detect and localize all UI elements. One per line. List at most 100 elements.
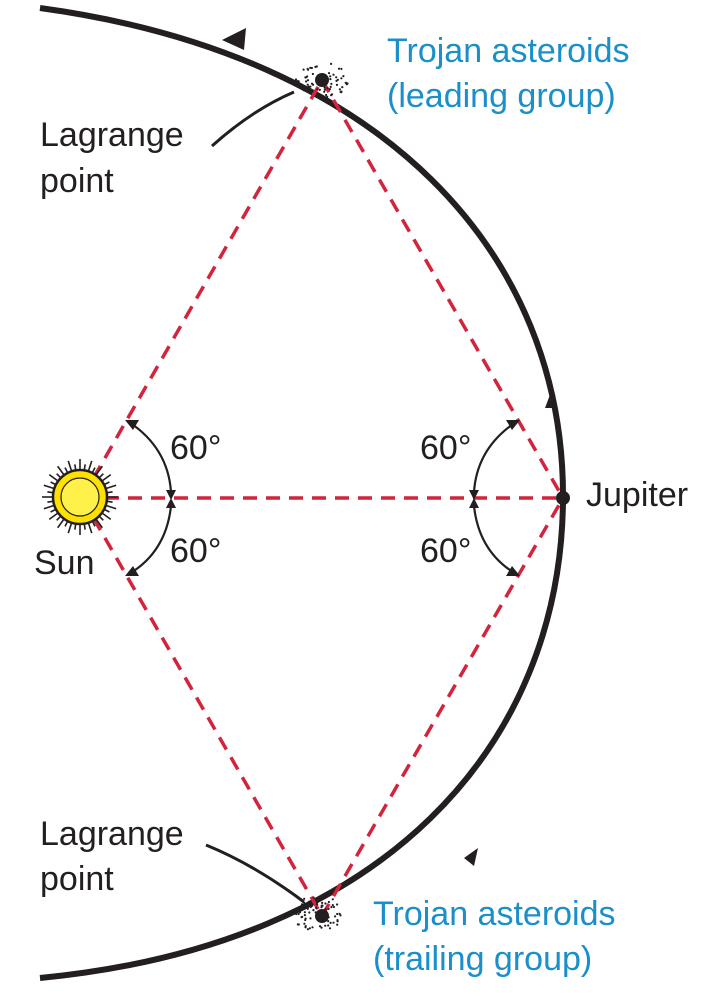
asteroid-speckle [330,62,333,65]
asteroid-speckle [303,897,306,900]
asteroid-speckle [306,83,309,86]
asteroid-speckle [330,906,333,909]
asteroid-speckle [336,912,339,916]
asteroid-speckle [322,896,325,899]
orbit-arrow-top [222,28,246,50]
asteroid-speckle [311,926,314,929]
asteroid-cluster-trailing [295,896,342,931]
asteroid-speckle [303,922,306,925]
asteroid-speckle [338,912,341,915]
asteroid-speckle [323,88,326,91]
asteroid-speckle [329,78,332,81]
lagrange-point-bottom-dot [315,909,329,923]
asteroid-speckle [335,83,339,86]
asteroid-speckle [321,904,324,907]
asteroid-speckle [309,85,312,88]
asteroid-speckle [335,76,338,79]
asteroid-speckle [315,95,318,98]
orbit-arrow-bottom [464,848,478,866]
asteroid-speckle [314,65,317,68]
asteroid-speckle [310,66,313,70]
asteroid-speckle [327,920,330,923]
asteroid-speckle [332,905,335,909]
asteroid-speckle [308,927,311,930]
asteroid-speckle [297,912,300,916]
dashed-triangles [80,79,565,917]
asteroid-speckle [339,914,342,917]
asteroid-speckle [298,911,302,914]
asteroid-speckle [341,86,344,89]
jupiter-upper-angle-arc [472,421,517,493]
asteroid-speckle [298,907,301,910]
lagrange-bottom-label-line1: Lagrange [40,815,184,853]
angle-jupiter-upper-label: 60° [420,429,471,467]
sun-icon [42,459,118,535]
asteroid-speckle [318,88,321,91]
asteroid-speckle [300,908,303,911]
asteroid-speckle [294,78,298,81]
asteroid-speckle [308,911,311,914]
asteroid-speckle [311,72,314,76]
asteroid-speckle [295,909,298,912]
jupiter-dot [556,491,570,505]
asteroid-speckle [331,898,334,901]
dashed-line-sun-to-bottom [80,497,324,917]
asteroid-speckle [302,68,305,71]
asteroid-speckle [326,95,329,98]
asteroid-speckle [330,82,333,85]
asteroid-speckle [344,81,347,84]
asteroid-speckle [327,924,330,927]
asteroid-speckle [315,906,318,910]
asteroid-speckle [329,85,332,88]
jupiter-angle-arcs [472,421,517,575]
trojan-trailing-label-line2: (trailing group) [373,940,592,978]
asteroid-speckle [306,928,309,931]
asteroid-speckle [316,88,319,91]
angle-sun-lower-label: 60° [170,532,221,570]
asteroid-speckle [338,88,341,91]
asteroid-speckle [323,86,326,89]
lagrange-bottom-label-line2: point [40,860,114,898]
asteroid-speckle [312,896,315,899]
asteroid-speckle [340,90,343,93]
asteroid-speckle [323,90,326,93]
jupiter-lower-angle-arc [472,505,517,575]
asteroid-speckle [309,66,312,69]
lagrange-top-label-line2: point [40,162,114,200]
asteroid-speckle [303,911,306,914]
asteroid-speckle [328,927,332,930]
asteroid-speckle [340,67,343,70]
trojan-trailing-label-line1: Trojan asteroids [373,895,616,933]
asteroid-speckle [336,919,339,922]
asteroid-speckle [295,912,298,916]
asteroid-speckle [336,923,339,926]
lagrange-top-leader-line [210,90,295,148]
asteroid-speckle [301,904,304,908]
sun-label: Sun [34,544,95,582]
asteroid-speckle [304,925,307,928]
sun-lower-angle-arc [128,505,173,575]
asteroid-speckle [327,72,331,75]
dashed-line-top-to-jupiter [320,79,565,499]
asteroid-speckle [305,80,308,83]
asteroid-speckle [340,77,343,80]
asteroid-speckle [304,918,307,922]
asteroid-speckle [312,909,315,912]
asteroid-speckle [330,93,334,96]
jupiter-angle-arrowheads [469,420,520,576]
asteroid-speckle [337,67,341,70]
angle-sun-upper-label: 60° [170,429,221,467]
asteroid-speckle [321,901,324,905]
asteroid-speckle [303,87,306,90]
sun-angle-arrowheads [125,420,176,576]
asteroid-speckle [306,907,309,910]
asteroid-speckle [318,925,322,928]
asteroid-speckle [303,914,306,917]
asteroid-speckle [327,907,330,911]
jupiter-label: Jupiter [586,476,688,514]
asteroid-speckle [317,898,320,901]
lagrange-top-label-line1: Lagrange [40,116,184,154]
asteroid-speckle [328,88,331,91]
asteroid-speckle [334,915,337,918]
